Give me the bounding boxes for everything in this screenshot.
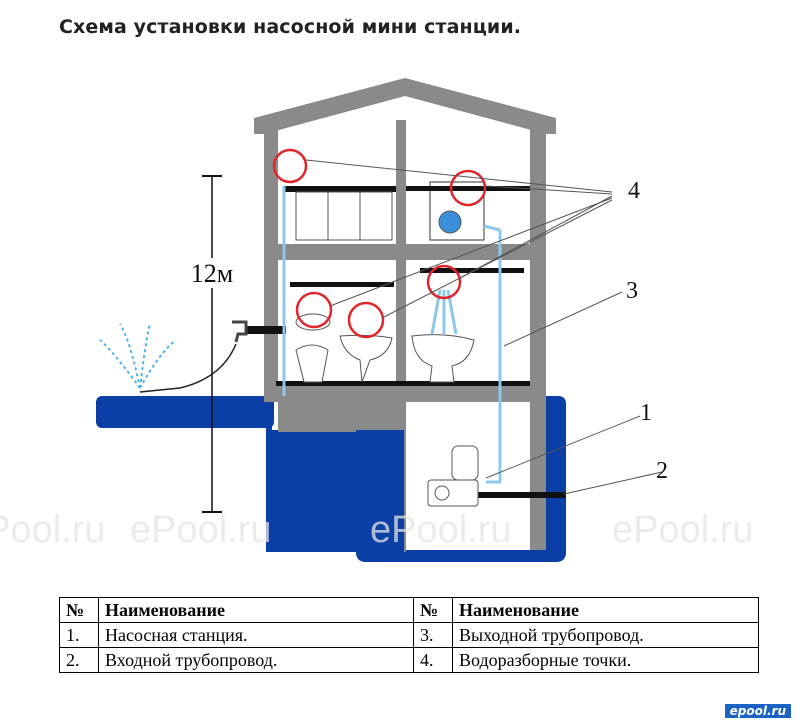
watermark-1: ePool.ru [0,509,106,551]
legend-header-name-1: Наименование [98,597,414,623]
watermark-4: ePool.ru [612,509,754,551]
ground-surface [96,396,274,428]
legend-cell: 1. [59,622,99,648]
garden-faucet [232,320,248,343]
callout-2: 2 [656,458,668,484]
height-label: 12м [191,259,233,288]
legend-header-row: № Наименование № Наименование [59,597,759,623]
legend-header-num-1: № [59,597,99,623]
legend-cell: Входной трубопровод. [98,647,414,673]
shelf-bar-upper [406,186,530,191]
watermarks: ePool.ru ePool.ru ePool.ru ePool.ru [0,509,754,551]
legend-table: № Наименование № Наименование 1. Насосна… [59,597,759,673]
watermark-3: ePool.ru [370,509,512,551]
callout-4: 4 [628,178,640,204]
washing-machine-door [438,210,462,234]
left-wall [264,120,278,402]
legend-cell: 2. [59,647,99,673]
kitchen-cabinet [295,191,393,241]
legend-cell: 4. [413,647,453,673]
water-pipes [282,186,502,484]
watermark-2: ePool.ru [130,509,272,551]
basement-mid [356,430,404,552]
legend-cell: 3. [413,622,453,648]
inlet-pipe-basement [478,492,566,498]
pump-station [427,445,479,507]
water-point-highlights [272,148,487,339]
inlet-pipe-outside [246,326,286,334]
legend-cell: Водоразборные точки. [452,647,759,673]
basement-wall-fill [278,402,396,432]
floor-1 [264,244,546,260]
corner-logo: epool.ru [724,704,791,718]
legend-header-num-2: № [413,597,453,623]
kitchen-counter-top [284,186,396,192]
ground-floor-bar [276,381,530,386]
legend-cell: Насосная станция. [98,622,414,648]
callout-3: 3 [626,278,638,304]
middle-wall [396,120,406,550]
leader-lines [305,159,663,495]
legend-row: 1. Насосная станция. 3. Выходной трубопр… [59,622,759,648]
legend-cell: Выходной трубопровод. [452,622,759,648]
roof [254,78,556,134]
diagram-title: Схема установки насосной мини станции. [59,16,522,38]
sink [339,334,393,383]
legend-row: 2. Входной трубопровод. 4. Водоразборные… [59,647,759,673]
ground-area [96,396,566,562]
pump-station-diagram: 12м 4 3 1 2 ePool.ru ePool.ru ePool.ru e… [0,78,754,562]
sprinkler-spray [99,323,177,389]
garden-hose [139,343,237,393]
toilet-bowl [295,344,329,383]
legend-header-name-2: Наименование [452,597,759,623]
floor-ground [264,386,546,402]
bath-shower-bar [420,268,524,273]
callout-1: 1 [640,400,652,426]
bidet [411,334,475,383]
bathroom-bar [290,282,394,287]
